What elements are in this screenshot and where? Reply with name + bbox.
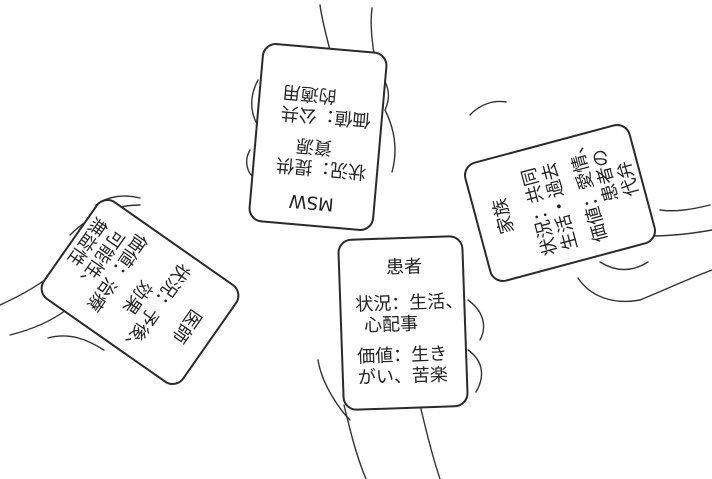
- patient-card: 患者 状況：生活、 心配事 価値：生き がい、苦楽: [337, 234, 469, 412]
- patient-situation-line-1: 状況：生活、: [354, 290, 464, 316]
- msw-values: 価値：公共 的適用: [266, 80, 373, 131]
- patient-situation: 状況：生活、 心配事: [354, 290, 464, 337]
- patient-situation-line-2: 心配事: [363, 313, 419, 337]
- msw-situation: 状況：提供 資源: [262, 131, 369, 182]
- patient-values-line-2: がい、苦楽: [357, 364, 449, 389]
- patient-values: 価値：生き がい、苦楽: [357, 343, 458, 388]
- patient-hand: [317, 299, 485, 479]
- msw-card: MSW 状況：提供 資源 価値：公共 的適用: [247, 41, 389, 233]
- msw-role-label: MSW: [288, 189, 335, 215]
- patient-role-label: 患者: [385, 256, 423, 279]
- family-hand: [469, 100, 712, 303]
